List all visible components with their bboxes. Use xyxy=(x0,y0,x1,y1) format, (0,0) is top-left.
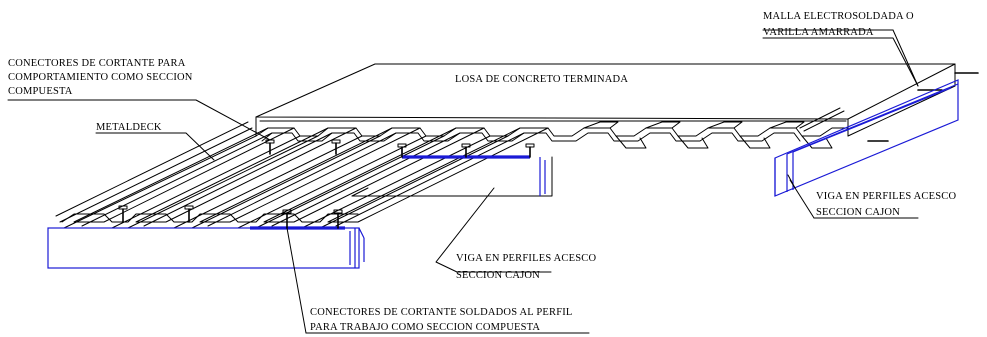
label-losa: LOSA DE CONCRETO TERMINADA xyxy=(455,74,628,85)
shear-stud xyxy=(461,143,471,158)
label-conectores-line3: COMPUESTA xyxy=(8,86,73,97)
label-viga-centro-line1: VIGA EN PERFILES ACESCO xyxy=(456,253,596,264)
label-soldados-line2: PARA TRABAJO COMO SECCION COMPUESTA xyxy=(310,322,540,333)
label-metaldeck: METALDECK xyxy=(96,122,162,133)
label-malla-line1: MALLA ELECTROSOLDADA O xyxy=(763,11,914,22)
label-viga-centro-line2: SECCION CAJON xyxy=(456,270,540,281)
metaldeck-right-segments xyxy=(583,121,833,149)
label-viga-derecha-line2: SECCION CAJON xyxy=(816,207,900,218)
metaldeck-profile-back xyxy=(261,132,801,142)
label-malla-line2: VARILLA AMARRADA xyxy=(763,27,874,38)
shear-stud xyxy=(282,209,292,229)
shear-stud xyxy=(397,143,407,158)
wire-mesh xyxy=(799,29,979,142)
concrete-slab xyxy=(255,63,956,137)
shear-stud xyxy=(331,139,341,155)
label-viga-derecha-line1: VIGA EN PERFILES ACESCO xyxy=(816,191,956,202)
beam-right xyxy=(774,79,959,197)
shear-stud xyxy=(333,209,343,229)
shear-connectors xyxy=(118,139,535,229)
metaldeck-profile-front xyxy=(255,127,849,137)
shear-stud xyxy=(118,205,128,223)
beam-front xyxy=(47,226,365,269)
shear-stud xyxy=(525,143,535,158)
shear-stud xyxy=(184,205,194,223)
label-conectores-line2: COMPORTAMIENTO COMO SECCION xyxy=(8,72,193,83)
metaldeck-ribs xyxy=(55,121,549,229)
leader-lines xyxy=(7,29,919,334)
label-conectores-line1: CONECTORES DE CORTANTE PARA xyxy=(8,58,186,69)
label-soldados-line1: CONECTORES DE CORTANTE SOLDADOS AL PERFI… xyxy=(310,307,573,318)
